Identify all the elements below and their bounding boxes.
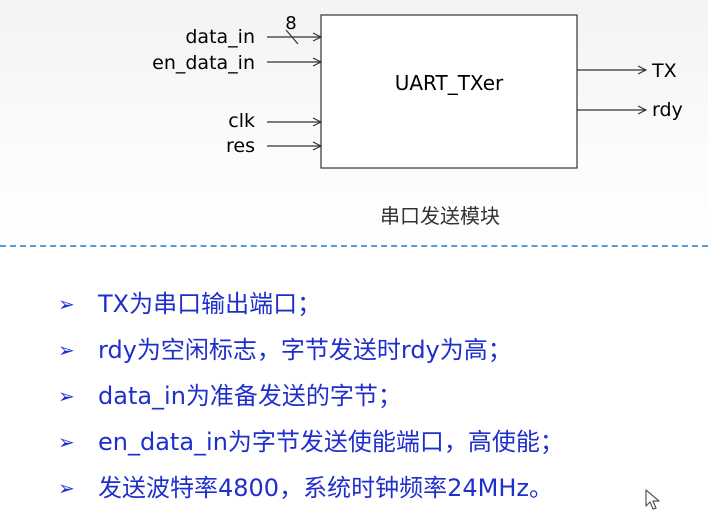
module-name: UART_TXer	[395, 71, 504, 95]
arrow-bullet-icon: ➢	[58, 430, 75, 454]
module-box	[320, 14, 578, 169]
output-label-tx: TX	[651, 60, 677, 82]
list-item: ➢ 发送波特率4800，系统时钟频率24MHz。	[58, 465, 564, 511]
list-item: ➢ rdy为空闲标志，字节发送时rdy为高；	[58, 327, 564, 373]
description-list: ➢ TX为串口输出端口； ➢ rdy为空闲标志，字节发送时rdy为高； ➢ da…	[58, 281, 564, 511]
section-divider	[0, 245, 708, 247]
diagram-caption: 串口发送模块	[380, 204, 500, 228]
list-item-text: data_in为准备发送的字节；	[98, 382, 402, 410]
bus-width-slash	[285, 29, 299, 45]
arrow-bullet-icon: ➢	[58, 384, 75, 408]
list-item: ➢ en_data_in为字节发送使能端口，高使能；	[58, 419, 564, 465]
list-item-text: en_data_in为字节发送使能端口，高使能；	[98, 428, 564, 456]
arrow-bullet-icon: ➢	[58, 476, 75, 500]
list-item-text: rdy为空闲标志，字节发送时rdy为高；	[98, 336, 512, 364]
input-label-res: res	[226, 135, 255, 157]
input-label-data-in: data_in	[185, 26, 255, 48]
uart-block-diagram: UART_TXer 8 data_in en_data_in clk res T…	[152, 13, 683, 228]
input-label-clk: clk	[228, 110, 255, 132]
list-item: ➢ data_in为准备发送的字节；	[58, 373, 564, 419]
input-label-en-data-in: en_data_in	[152, 52, 255, 74]
bus-width-label: 8	[285, 13, 296, 34]
list-item-text: 发送波特率4800，系统时钟频率24MHz。	[98, 474, 553, 502]
list-item-text: TX为串口输出端口；	[98, 290, 322, 318]
arrow-bullet-icon: ➢	[58, 292, 75, 316]
mouse-pointer-icon	[645, 489, 660, 510]
list-item: ➢ TX为串口输出端口；	[58, 281, 564, 327]
output-label-rdy: rdy	[652, 99, 683, 121]
arrow-bullet-icon: ➢	[58, 338, 75, 362]
